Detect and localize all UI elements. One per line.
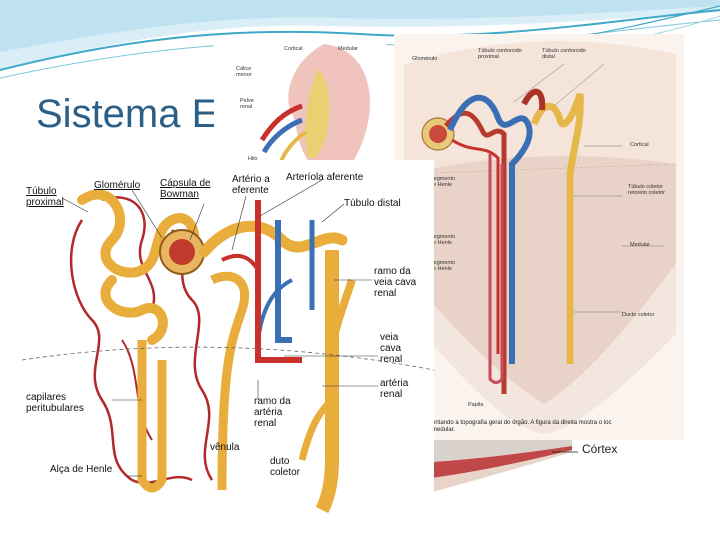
cortex-figure — [432, 440, 656, 492]
label-hilo: Hilo — [248, 156, 258, 162]
label-renal-vein-branch: ramo da veia cava renal — [374, 266, 417, 299]
label-collecting-duct: Ducto coletor — [622, 312, 655, 318]
nephron-drawing — [21, 160, 435, 518]
label-distal-tubule: Túbulo distal — [344, 198, 401, 209]
figure-caption: entando a topografia geral do órgão. A f… — [432, 420, 612, 433]
label-distal-convoluted: Túbulo contorcido distal — [542, 48, 586, 60]
cortex-drawing — [432, 440, 656, 492]
label-renal-artery: artéria renal — [380, 378, 409, 400]
label-medular-right: Medular — [630, 242, 650, 248]
kidney-overview-drawing — [214, 40, 386, 168]
label-efferent-arteriole: Artério a eferente — [232, 174, 270, 196]
label-vena-cava: veia cava renal — [380, 332, 403, 365]
label-glomerulus: Glomérulo — [94, 180, 141, 191]
label-henle-loop: Alça de Henle — [50, 464, 113, 475]
label-cortical-right: Cortical — [630, 142, 649, 148]
slide-header-decoration — [0, 0, 720, 79]
label-renal-pelvis: Pelve renal — [240, 98, 254, 110]
label-venule: vênula — [210, 442, 240, 453]
label-glomerulo: Glomérulo — [412, 56, 438, 62]
label-proximal-convoluted: Túbulo contorcido proximal — [478, 48, 522, 60]
label-collecting-tubule: Túbulo coletor retoreto coletor — [628, 184, 665, 196]
label-collecting-duct-left: duto coletor — [270, 456, 301, 478]
label-cortex: Córtex — [582, 442, 618, 456]
kidney-overview-figure: Cortical Medular Cálice menor Pelve rena… — [214, 40, 386, 168]
label-peritubular-capillaries: capilares peritubulares — [26, 392, 84, 414]
kidney-section-figure: Glomérulo Túbulo contorcido proximal Túb… — [394, 34, 684, 440]
label-proximal-tubule: Túbulo proximal — [26, 186, 64, 208]
kidney-section-drawing — [394, 34, 684, 440]
label-minor-calyx: Cálice menor — [236, 66, 252, 78]
label-artery-branch: ramo da artéria renal — [254, 396, 291, 429]
nephron-figure: Túbulo proximal Glomérulo Cápsula de Bow… — [21, 160, 435, 518]
label-papila: Papila — [468, 402, 484, 408]
label-bowman-capsule: Cápsula de Bowman — [160, 178, 211, 200]
slide-title: Sistema E — [36, 92, 219, 136]
label-afferent-arteriole: Arteríola aferente — [286, 172, 364, 183]
label-cortical-top: Cortical — [284, 46, 303, 52]
label-medular-top: Medular — [338, 46, 358, 52]
